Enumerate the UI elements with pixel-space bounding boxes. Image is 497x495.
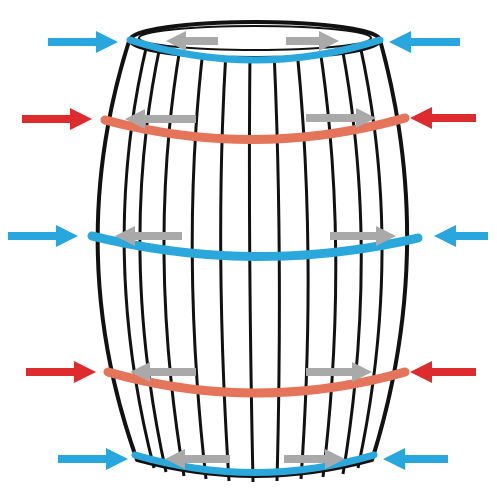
blue-arrow-right: [8, 225, 78, 247]
red-arrow-right: [22, 108, 92, 130]
barrel-staves: [124, 44, 382, 482]
blue-arrow-right: [58, 448, 128, 470]
blue-arrow-left: [389, 31, 460, 53]
stave-line: [320, 49, 336, 477]
force-arrows: [8, 31, 488, 470]
stave-line: [164, 48, 184, 476]
red-arrow-left: [410, 107, 476, 129]
stave-line: [221, 51, 229, 481]
blue-arrow-left: [434, 225, 488, 247]
blue-arrow-left: [383, 448, 448, 470]
red-arrow-left: [410, 361, 476, 383]
stave-line: [249, 51, 253, 482]
blue-arrow-right: [48, 31, 118, 53]
stave-line: [192, 50, 206, 479]
stave-line: [274, 51, 279, 481]
red-arrow-right: [26, 361, 96, 383]
